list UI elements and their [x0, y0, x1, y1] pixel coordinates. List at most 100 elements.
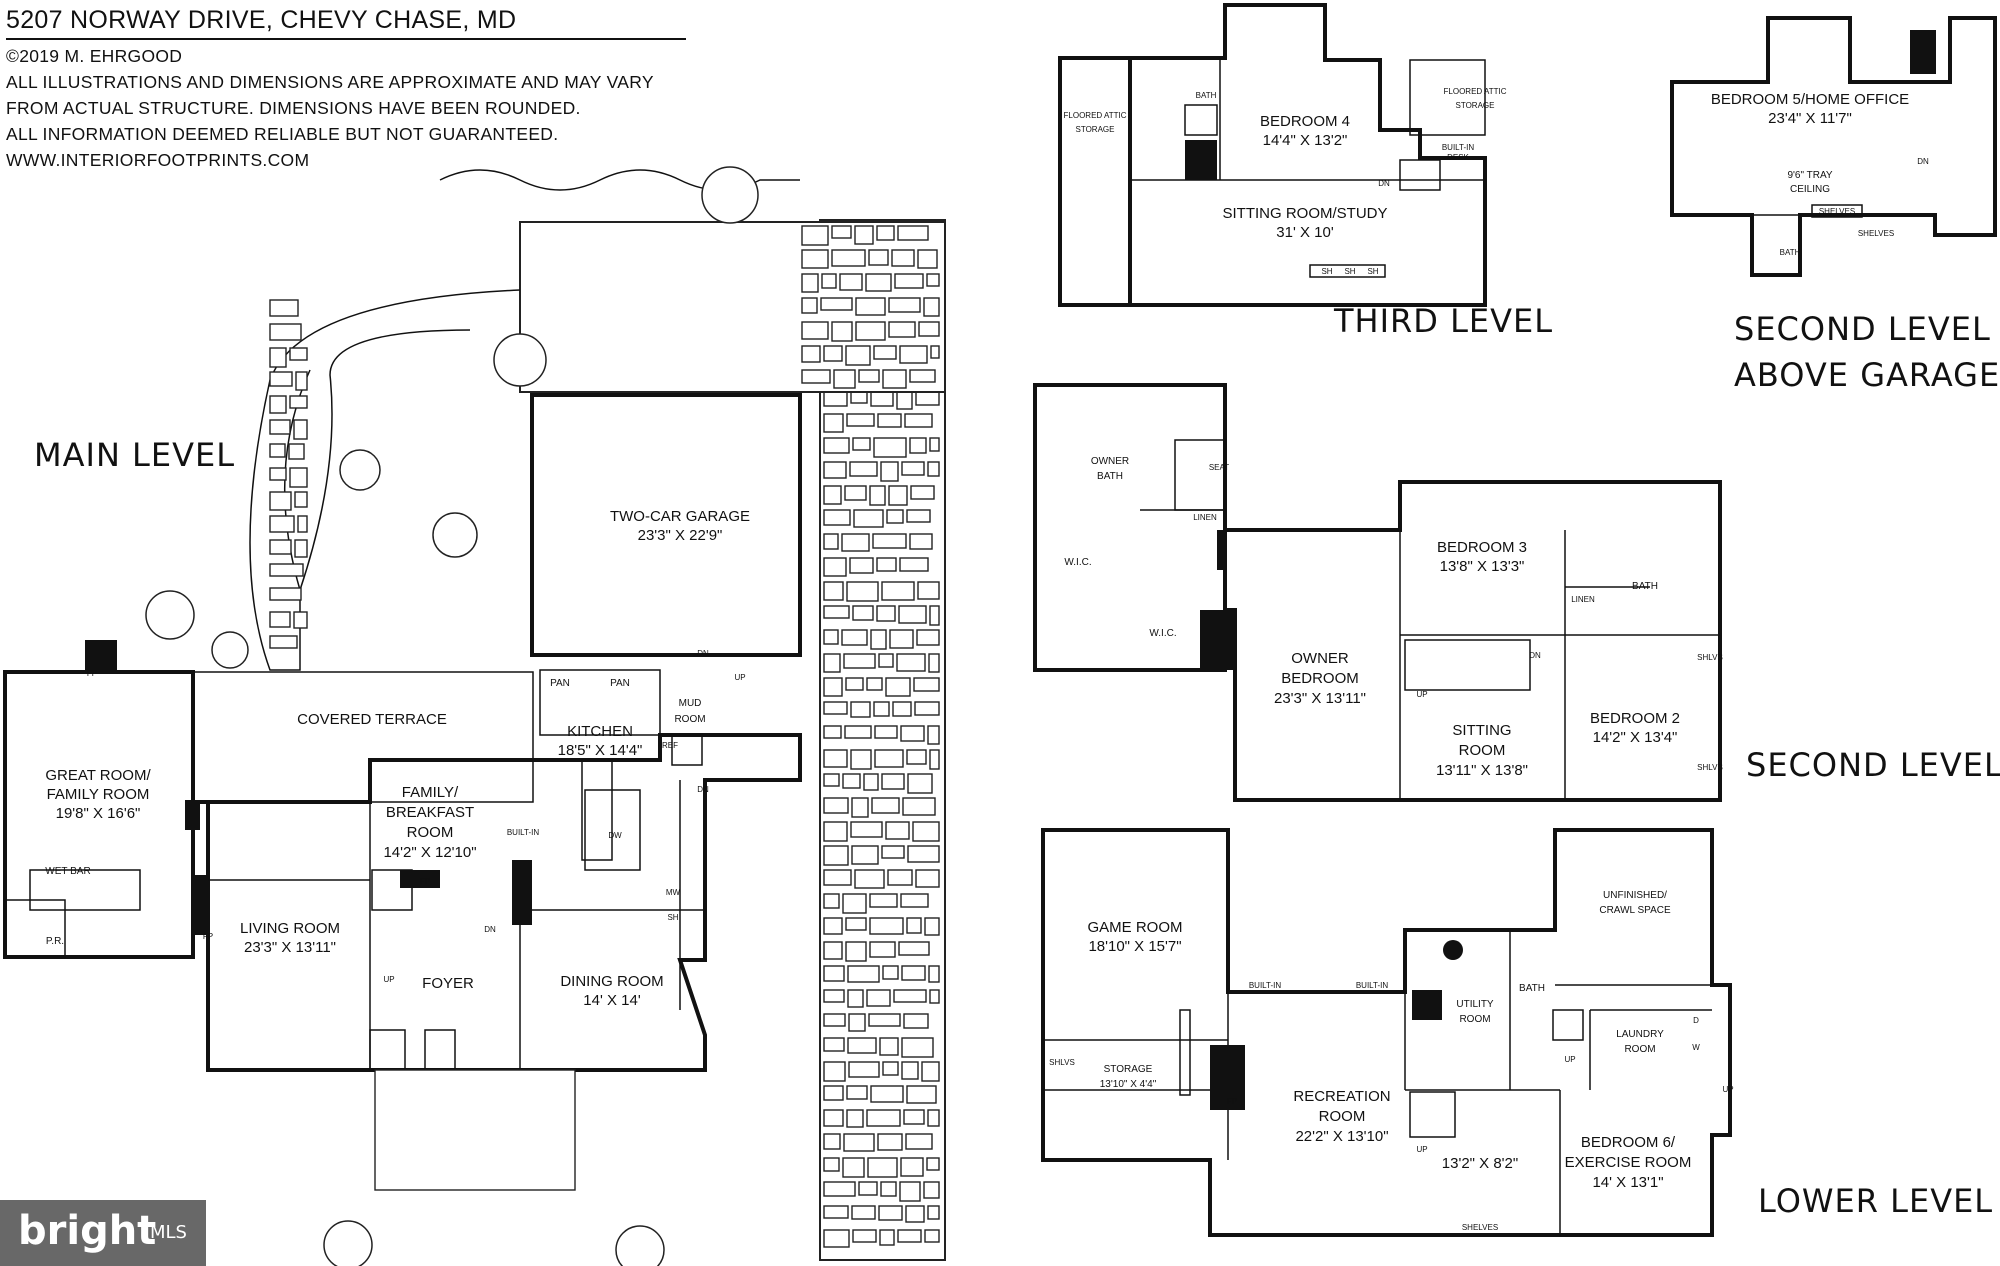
- great-room-line2: FAMILY ROOM: [47, 786, 150, 803]
- game-room-dim: 18'10" X 15'7": [1088, 938, 1181, 955]
- main-level-labels: TWO-CAR GARAGE 23'3" X 22'9" COVERED TER…: [45, 508, 750, 1009]
- study-dim: 31' X 10': [1276, 224, 1334, 241]
- storage-shlvs: SHLVS: [1049, 1058, 1075, 1067]
- washer-label: W: [1692, 1043, 1700, 1052]
- study-sh-3: SH: [1367, 267, 1378, 276]
- main-level-plan: [3, 393, 802, 1191]
- storage-name: STORAGE: [1104, 1064, 1153, 1075]
- above-garage-label-2: ABOVE GARAGE: [1734, 356, 2000, 394]
- foyer-up-label: UP: [383, 975, 394, 984]
- kitchen-dim: 18'5" X 14'4": [558, 742, 643, 759]
- lower-up-2: UP: [1564, 1055, 1575, 1064]
- driveway-paving: [819, 219, 946, 1261]
- lower-level-plan: GAME ROOM 18'10" X 15'7" UNFINISHED/ CRA…: [1041, 828, 1734, 1237]
- dining-room-name: DINING ROOM: [560, 973, 663, 990]
- sh-label: SH: [667, 913, 678, 922]
- great-room-line1: GREAT ROOM/: [45, 767, 151, 784]
- shlvs-label-1: SHLVS: [1697, 653, 1723, 662]
- utility-line2: ROOM: [1459, 1014, 1490, 1025]
- foyer-label: FOYER: [422, 975, 474, 992]
- bedroom3-name: BEDROOM 3: [1437, 539, 1527, 556]
- bright-mls-logo: bright MLS: [0, 1200, 206, 1266]
- sitting-line1: SITTING: [1452, 722, 1511, 739]
- bedroom4-dim: 14'4" X 13'2": [1263, 132, 1348, 149]
- sitting-line2: ROOM: [1459, 742, 1506, 759]
- utility-line1: UTILITY: [1456, 999, 1494, 1010]
- seat-label: SEAT: [1209, 463, 1229, 472]
- above-garage-dn: DN: [1917, 157, 1929, 166]
- second-level-plan: OWNER BATH W.I.C. W.I.C. LINEN LINEN SEA…: [1033, 383, 1723, 802]
- lower-bath-label: BATH: [1519, 983, 1545, 994]
- title-underline: [6, 38, 686, 40]
- attic-left-line2: STORAGE: [1076, 125, 1115, 134]
- family-room-line1: FAMILY/: [402, 784, 459, 801]
- bedroom2-dim: 14'2" X 13'4": [1593, 729, 1678, 746]
- attic-right-line1: FLOORED ATTIC: [1444, 87, 1507, 96]
- disclaimer-line-1: ALL ILLUSTRATIONS AND DIMENSIONS ARE APP…: [6, 72, 654, 92]
- pantry-label-2: PAN: [610, 678, 630, 689]
- family-room-dim: 14'2" X 12'10": [383, 844, 476, 861]
- pantry-label-1: PAN: [550, 678, 570, 689]
- linen-label-2: LINEN: [1571, 595, 1595, 604]
- third-dn-label: DN: [1378, 179, 1390, 188]
- storage-dim: 13'10" X 4'4": [1100, 1079, 1157, 1090]
- built-in-label-2: BUILT-IN: [1356, 981, 1389, 990]
- owner-bath-line1: OWNER: [1091, 456, 1129, 467]
- great-room-dim: 19'8" X 16'6": [56, 805, 141, 822]
- bedroom3-dim: 13'8" X 13'3": [1440, 558, 1525, 575]
- dw-label: DW: [608, 831, 622, 840]
- lower-up-1: UP: [1416, 1145, 1427, 1154]
- sitting-dim: 13'11" X 13'8": [1436, 762, 1528, 779]
- disclaimer-line-2: FROM ACTUAL STRUCTURE. DIMENSIONS HAVE B…: [6, 98, 581, 118]
- owner-bath-line2: BATH: [1097, 471, 1123, 482]
- tray-ceiling-line1: 9'6" TRAY: [1787, 170, 1832, 181]
- third-level-plan: FLOORED ATTIC STORAGE FLOORED ATTIC STOR…: [1058, 3, 1507, 307]
- great-room-fp-label: FP: [87, 669, 97, 678]
- bedroom5-name: BEDROOM 5/HOME OFFICE: [1711, 91, 1909, 108]
- above-garage-shelves-1: SHELVES: [1819, 207, 1855, 216]
- garage-name: TWO-CAR GARAGE: [610, 508, 750, 525]
- living-room-fp-label: FP: [203, 932, 213, 941]
- garage-dim: 23'3" X 22'9": [638, 527, 723, 544]
- covered-terrace-label: COVERED TERRACE: [297, 711, 447, 728]
- second-dn-label: DN: [1529, 651, 1541, 660]
- above-garage-shelves-2: SHELVES: [1858, 229, 1894, 238]
- ref-label: REF: [662, 741, 678, 750]
- mw-label: MW: [666, 888, 681, 897]
- wic-label-2: W.I.C.: [1149, 628, 1176, 639]
- main-level-label: MAIN LEVEL: [34, 436, 236, 474]
- lower-up-3: UP: [1722, 1085, 1733, 1094]
- living-room-dim: 23'3" X 13'11": [244, 939, 336, 956]
- owner-bedroom-line2: BEDROOM: [1281, 670, 1359, 687]
- linen-label-1: LINEN: [1193, 513, 1217, 522]
- recreation-dim: 22'2" X 13'10": [1295, 1128, 1388, 1145]
- kitchen-dn-label: DN: [697, 785, 709, 794]
- desk-label-2: DESK: [1447, 153, 1469, 162]
- bedroom5-dim: 23'4" X 11'7": [1768, 110, 1852, 127]
- study-sh-1: SH: [1321, 267, 1332, 276]
- tray-ceiling-line2: CEILING: [1790, 184, 1830, 195]
- kitchen-name: KITCHEN: [567, 723, 633, 740]
- owner-bedroom-line1: OWNER: [1291, 650, 1349, 667]
- shlvs-label-2: SHLVS: [1697, 763, 1723, 772]
- above-garage-label-1: SECOND LEVEL: [1734, 310, 1991, 348]
- unfinished-line2: CRAWL SPACE: [1599, 905, 1671, 916]
- laundry-line1: LAUNDRY: [1616, 1029, 1664, 1040]
- attic-left-line1: FLOORED ATTIC: [1064, 111, 1127, 120]
- game-room-name: GAME ROOM: [1087, 919, 1182, 936]
- recreation-line1: RECREATION: [1293, 1088, 1390, 1105]
- third-level-label: THIRD LEVEL: [1334, 302, 1554, 340]
- above-garage-plan: BEDROOM 5/HOME OFFICE 23'4" X 11'7" 9'6"…: [1670, 16, 1997, 277]
- copyright-text: ©2019 M. EHRGOOD: [6, 46, 183, 66]
- laundry-line2: ROOM: [1624, 1044, 1655, 1055]
- dryer-label: D: [1693, 1016, 1699, 1025]
- patio-paving: [145, 166, 946, 1266]
- bedroom2-name: BEDROOM 2: [1590, 710, 1680, 727]
- owner-bedroom-dim: 23'3" X 13'11": [1274, 690, 1366, 707]
- above-garage-bath: BATH: [1780, 248, 1801, 257]
- mud-room-line1: MUD: [679, 698, 702, 709]
- built-in-label-1: BUILT-IN: [1249, 981, 1282, 990]
- second-level-label: SECOND LEVEL: [1746, 746, 2000, 784]
- website-link[interactable]: WWW.INTERIORFOOTPRINTS.COM: [6, 150, 310, 170]
